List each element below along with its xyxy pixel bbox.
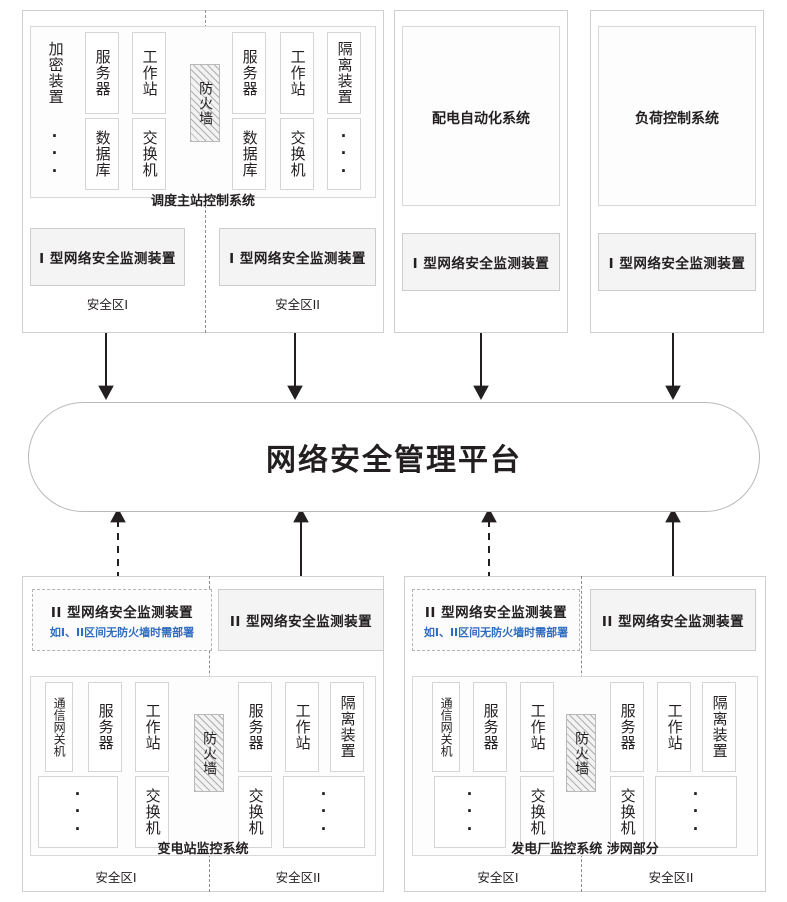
component-dots-substation-z1: ··· [38, 776, 118, 848]
component-comm-gateway-substation-z1: 通信网关机 [45, 682, 73, 772]
component-database-dispatch-z1: 数据库 [85, 118, 119, 190]
component-switch-dispatch-z2: 交换机 [280, 118, 314, 190]
zone-label-dispatch-zone2: 安全区II [275, 297, 320, 312]
component-switch-powerplant-z2: 交换机 [610, 776, 644, 848]
monitor-type1-distribution[interactable]: I 型网络安全监测装置 [402, 233, 560, 291]
monitor-type2-powerplant-zone1[interactable]: II 型网络安全监测装置 如I、II区间无防火墙时需部署 [412, 589, 580, 651]
monitor-type2-substation-zone1-note: 如I、II区间无防火墙时需部署 [49, 625, 195, 639]
component-workstation-substation-z1: 工作站 [135, 682, 169, 772]
caption-power-plant-system: 发电厂监控系统 涉网部分 [511, 842, 659, 857]
component-workstation-powerplant-z1: 工作站 [520, 682, 554, 772]
monitor-type2-powerplant-zone2[interactable]: II 型网络安全监测装置 [590, 589, 756, 651]
component-switch-powerplant-z1: 交换机 [520, 776, 554, 848]
component-dots-powerplant-z1: ··· [434, 776, 506, 848]
distribution-system-group [402, 26, 560, 206]
platform-title: 网络安全管理平台 [266, 443, 522, 478]
monitor-type1-load-control[interactable]: I 型网络安全监测装置 [598, 233, 756, 291]
zone-label-substation-zone1: 安全区I [95, 870, 137, 885]
component-server-substation-z2: 服务器 [238, 682, 272, 772]
zone-label-powerplant-zone1: 安全区I [477, 870, 519, 885]
component-switch-substation-z1: 交换机 [135, 776, 169, 848]
component-dots-powerplant-z2: ··· [655, 776, 737, 848]
monitor-type2-powerplant-zone1-note: 如I、II区间无防火墙时需部署 [423, 625, 569, 639]
component-server-powerplant-z1: 服务器 [473, 682, 507, 772]
zone-label-substation-zone2: 安全区II [275, 870, 321, 885]
zone-label-dispatch-zone1: 安全区I [86, 297, 129, 312]
component-isolation-device-dispatch-z2: 隔离装置 [327, 32, 361, 114]
network-security-management-platform[interactable]: 网络安全管理平台 [28, 402, 760, 512]
component-switch-substation-z2: 交换机 [238, 776, 272, 848]
component-dots-dispatch-z2: ··· [327, 118, 361, 190]
monitor-type2-substation-zone2[interactable]: II 型网络安全监测装置 [218, 589, 384, 651]
component-comm-gateway-powerplant-z1: 通信网关机 [432, 682, 460, 772]
title-distribution-automation: 配电自动化系统 [432, 111, 530, 127]
firewall-substation: 防火墙 [194, 714, 224, 792]
component-workstation-powerplant-z2: 工作站 [657, 682, 691, 772]
component-workstation-substation-z2: 工作站 [285, 682, 319, 772]
component-isolation-device-substation-z2: 隔离装置 [330, 682, 364, 772]
zone-label-powerplant-zone2: 安全区II [648, 870, 694, 885]
load-control-system-group [598, 26, 756, 206]
monitor-type1-dispatch-zone2[interactable]: I 型网络安全监测装置 [219, 228, 376, 286]
component-workstation-dispatch-z1: 工作站 [132, 32, 166, 114]
caption-substation-system: 变电站监控系统 [157, 842, 249, 857]
firewall-dispatch: 防火墙 [190, 64, 220, 142]
component-server-substation-z1: 服务器 [88, 682, 122, 772]
component-isolation-device-powerplant-z2: 隔离装置 [702, 682, 736, 772]
component-workstation-dispatch-z2: 工作站 [280, 32, 314, 114]
monitor-type2-substation-zone1[interactable]: II 型网络安全监测装置 如I、II区间无防火墙时需部署 [32, 589, 212, 651]
component-server-dispatch-z2: 服务器 [232, 32, 266, 114]
component-server-dispatch-z1: 服务器 [85, 32, 119, 114]
firewall-power-plant: 防火墙 [566, 714, 596, 792]
caption-dispatch-system: 调度主站控制系统 [150, 194, 255, 209]
component-encryption-device: 加密装置 [46, 41, 65, 105]
monitor-type1-dispatch-zone1[interactable]: I 型网络安全监测装置 [30, 228, 185, 286]
component-dots-dispatch-z1: ··· [51, 127, 59, 180]
title-load-control: 负荷控制系统 [635, 111, 719, 127]
component-server-powerplant-z2: 服务器 [610, 682, 644, 772]
component-switch-dispatch-z1: 交换机 [132, 118, 166, 190]
component-dots-substation-z2: ··· [283, 776, 365, 848]
component-database-dispatch-z2: 数据库 [232, 118, 266, 190]
